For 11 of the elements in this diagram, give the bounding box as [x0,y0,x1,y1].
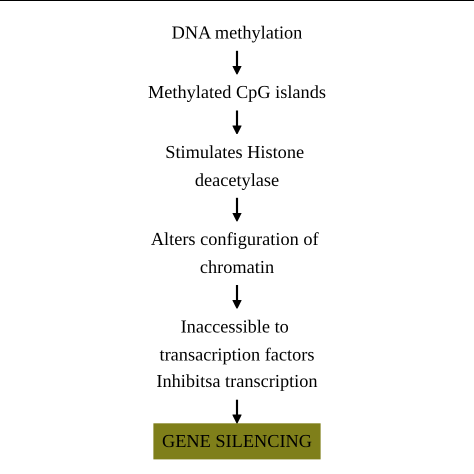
node-text: DNA methylation [172,22,302,43]
arrow [232,198,242,222]
node-box: GENE SILENCING [153,423,321,460]
arrow [232,284,242,310]
node-text: Alters configuration of chromatin [150,228,319,277]
node-text: Inaccessible to transacription factors Inhibitsa transcription [156,316,318,392]
node-text: Stimulates Histone deacetylase [165,142,304,190]
node-text: Methylated CpG islands [148,82,326,102]
arrow [232,110,242,135]
arrow [232,400,242,424]
arrow [232,50,242,75]
